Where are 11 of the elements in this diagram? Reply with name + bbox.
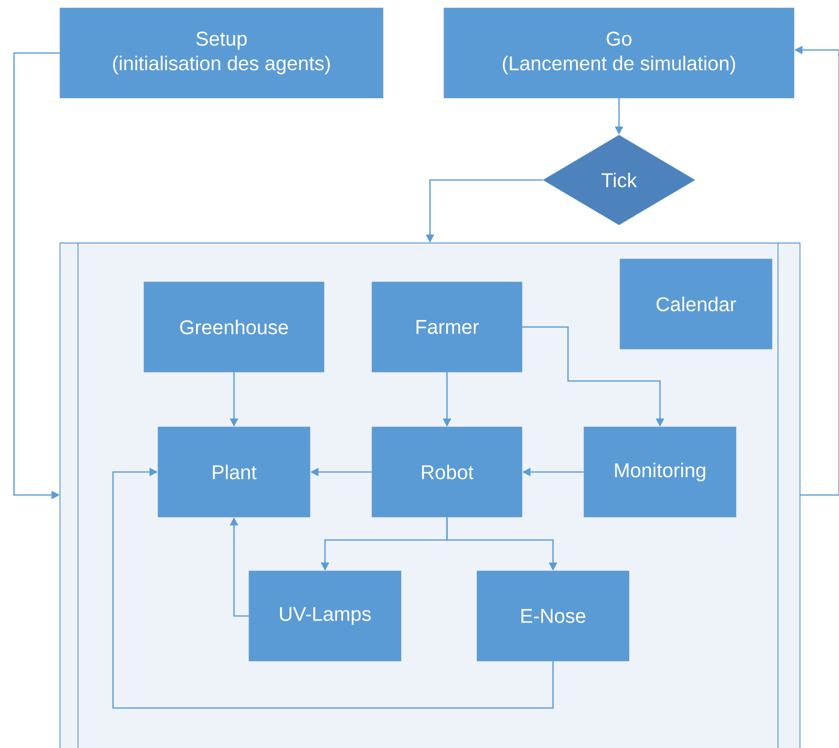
process-box: Calendar [620, 258, 772, 350]
process-box: Robot [372, 426, 522, 518]
process-box: Monitoring [584, 426, 736, 518]
process-box: Greenhouse [144, 282, 324, 372]
process-box: Farmer [372, 282, 522, 372]
process-box: Plant [158, 426, 310, 518]
arrow [112, 468, 554, 709]
process-box: Go (Lancement de simulation) [444, 8, 794, 98]
process-box: Setup (initialisation des agents) [60, 8, 384, 98]
process-box: E-Nose [476, 570, 630, 662]
process-box: UV-Lamps [248, 570, 402, 662]
